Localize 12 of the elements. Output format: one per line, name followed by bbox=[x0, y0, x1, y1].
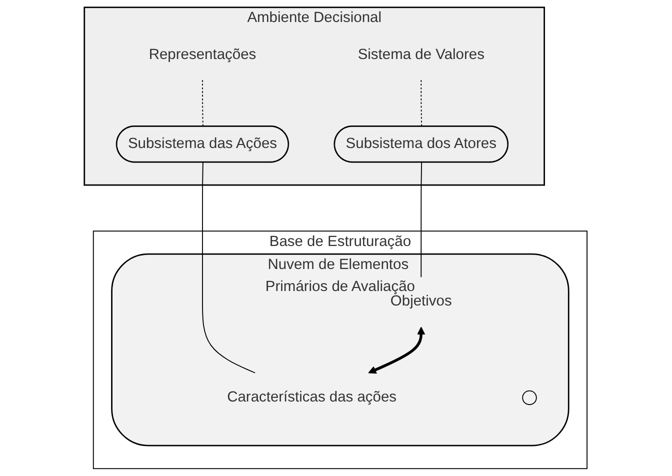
node-text: Sistema de Valores bbox=[358, 46, 485, 63]
node-text: Subsistema dos Atores bbox=[346, 136, 497, 152]
node-text: Representações bbox=[149, 46, 256, 63]
arrow bbox=[368, 326, 426, 374]
node-circle bbox=[522, 390, 538, 406]
connector bbox=[202, 162, 256, 374]
connector bbox=[202, 80, 204, 128]
node-text: Objetivos bbox=[390, 294, 452, 310]
connector bbox=[420, 162, 422, 278]
connector bbox=[420, 80, 422, 128]
node-text: Subsistema das Ações bbox=[128, 136, 278, 152]
node-text: Características das ações bbox=[227, 389, 397, 406]
